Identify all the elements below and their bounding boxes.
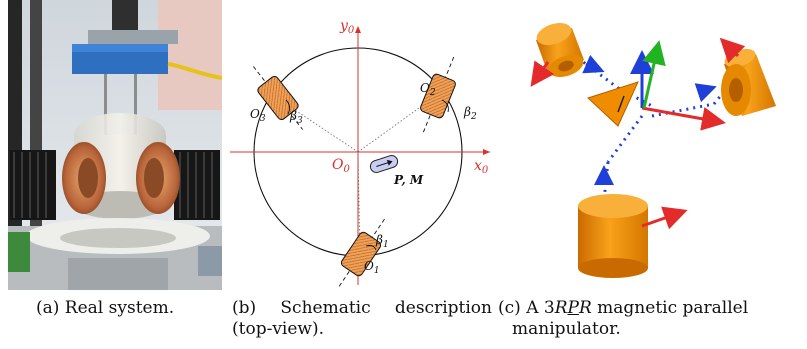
magnet [369,155,399,173]
link-arrows [582,54,717,185]
caption-b-line2: (top-view). [232,319,325,339]
coil-2 [420,56,456,136]
coil-bottom [578,194,688,278]
o3-label: O3 [250,107,266,124]
coordinate-frame [630,40,726,131]
origin-label: O0 [332,157,350,175]
coil-right [719,37,776,116]
caption-a-text: (a) Real system. [36,298,175,318]
x-axis-arrow [483,149,490,155]
beta2-arc [441,99,449,113]
pm-label: P, M [393,173,424,187]
o2-label: O2 [420,81,436,98]
link-lines [577,56,732,201]
y-axis-label: y0 [339,18,355,36]
caption-c-line2: manipulator. [512,319,621,339]
coil-1 [337,218,385,290]
beta1-label: β1 [375,233,389,250]
beta1-arc [365,245,377,251]
caption-c-line1: (c) A 3RPR magnetic parallel [498,298,749,318]
beta2-label: β2 [463,105,477,122]
caption-a: (a) Real system. [36,298,174,319]
real-system-photo [8,0,223,290]
manipulator-3d-render [518,0,807,290]
coil-3 [253,66,303,130]
moving-platform [587,81,639,127]
coil-top-left [530,22,584,87]
caption-b: (b) Schematic description (top-view). [232,298,492,340]
beta3-arc [285,99,291,115]
x-axis-label: x0 [474,158,489,176]
schematic-diagram: y0 x0 O0 O3 β3 O2 β2 O1 β1 P, M [228,0,496,290]
y-axis-arrow [355,26,361,33]
o1-label: O1 [364,259,380,276]
beta3-label: β3 [289,109,303,126]
caption-c: (c) A 3RPR magnetic parallel manipulator… [498,298,803,340]
caption-b-line1: (b) Schematic description [232,298,492,318]
